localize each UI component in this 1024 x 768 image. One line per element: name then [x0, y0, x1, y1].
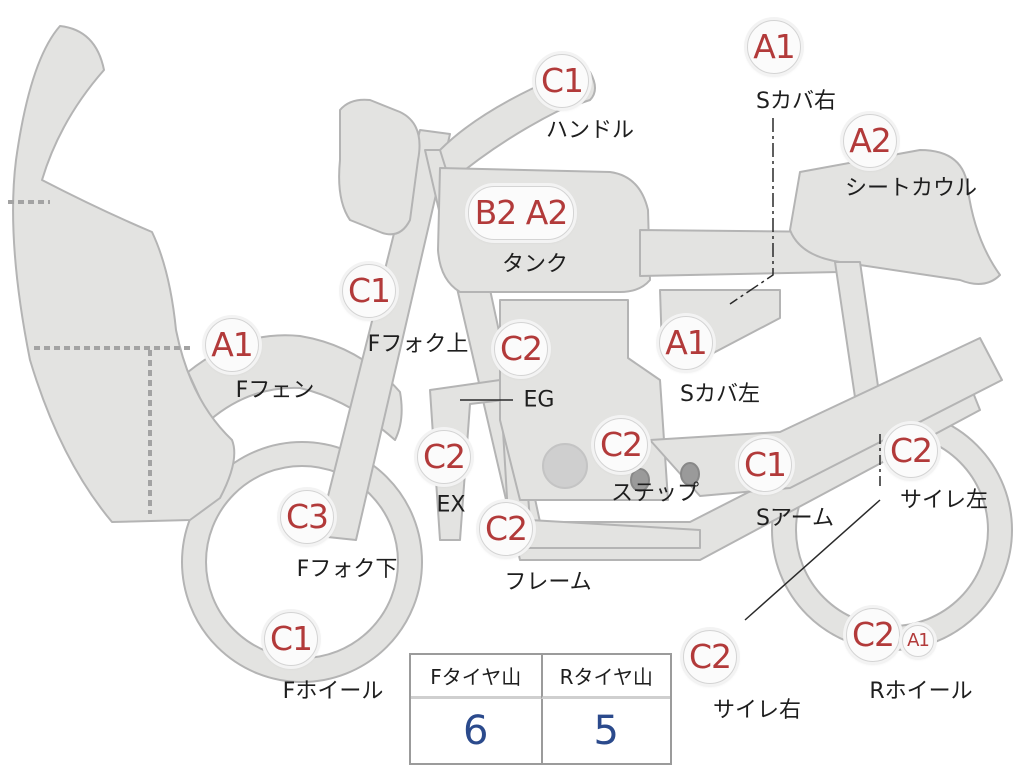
front-cowl-shape — [12, 25, 236, 523]
grade-badge-s-cover-left: A1 — [659, 316, 713, 370]
part-label-muffler-left: サイレ左 — [899, 488, 989, 513]
rear-shock-shape — [834, 261, 881, 405]
leader-s-cover-right — [729, 118, 774, 305]
grade-badge-handle: C1 — [535, 54, 589, 108]
front-tire-value: 6 — [463, 708, 489, 754]
headlight-shape — [338, 98, 421, 236]
part-label-s-cover-right: Sカバ右 — [756, 89, 836, 114]
part-label-muffler-right: サイレ右 — [712, 698, 802, 723]
part-label-handle: ハンドル — [545, 118, 635, 143]
rear-tire-header: Rタイヤ山 — [540, 655, 670, 699]
part-label-f-fender: Fフェン — [235, 378, 315, 403]
part-label-tank: タンク — [501, 252, 569, 277]
fork-shape — [317, 129, 451, 541]
tire-tread-table: Fタイヤ山 Rタイヤ山 6 5 — [409, 653, 672, 765]
part-label-frame: フレーム — [504, 570, 592, 595]
part-label-exhaust: EX — [436, 492, 466, 518]
grade-badge-s-arm: C1 — [738, 438, 792, 492]
grade-badge-r-wheel: C2 — [846, 608, 900, 662]
part-label-f-wheel: Fホイール — [282, 679, 384, 704]
part-label-s-arm: Sアーム — [756, 506, 834, 531]
grade-badge-f-fork-upper: C1 — [342, 264, 396, 318]
grade-badge-engine: C2 — [494, 322, 548, 376]
part-label-s-cover-left: Sカバ左 — [680, 382, 760, 407]
part-label-f-fork-lower: Fフォク下 — [296, 557, 398, 582]
seat-cowl-shape — [789, 149, 1001, 285]
part-label-f-fork-upper: Fフォク上 — [367, 332, 469, 357]
grade-badge-muffler-right: C2 — [683, 630, 737, 684]
grade-badge-muffler-left: C2 — [884, 424, 938, 478]
step-peg-shape — [630, 468, 650, 492]
part-label-seat-cowl: シートカウル — [844, 176, 978, 201]
grade-badge-frame: C2 — [479, 502, 533, 556]
grade-badge-exhaust: C2 — [417, 430, 471, 484]
front-tire-header: Fタイヤ山 — [411, 655, 541, 699]
grade-badge-step: C2 — [594, 418, 648, 472]
swing-arm-shape — [649, 337, 1003, 497]
grade-badge-f-wheel: C1 — [264, 612, 318, 666]
grade-badge-f-fork-lower: C3 — [280, 490, 334, 544]
engine-cover-shape — [542, 443, 588, 489]
grade-badge-tank: B2 A2 — [468, 186, 574, 240]
grade-badge-r-wheel-sub: A1 — [902, 625, 934, 657]
grade-badge-seat-cowl: A2 — [843, 114, 897, 168]
part-label-r-wheel: Rホイール — [869, 679, 973, 704]
rear-tire-value: 5 — [540, 699, 671, 763]
leader-muffler-right — [744, 499, 881, 621]
grade-badge-s-cover-right: A1 — [747, 20, 801, 74]
part-label-engine: EG — [523, 387, 555, 413]
grade-badge-f-fender: A1 — [205, 318, 259, 372]
part-label-step: ステップ — [610, 481, 700, 506]
